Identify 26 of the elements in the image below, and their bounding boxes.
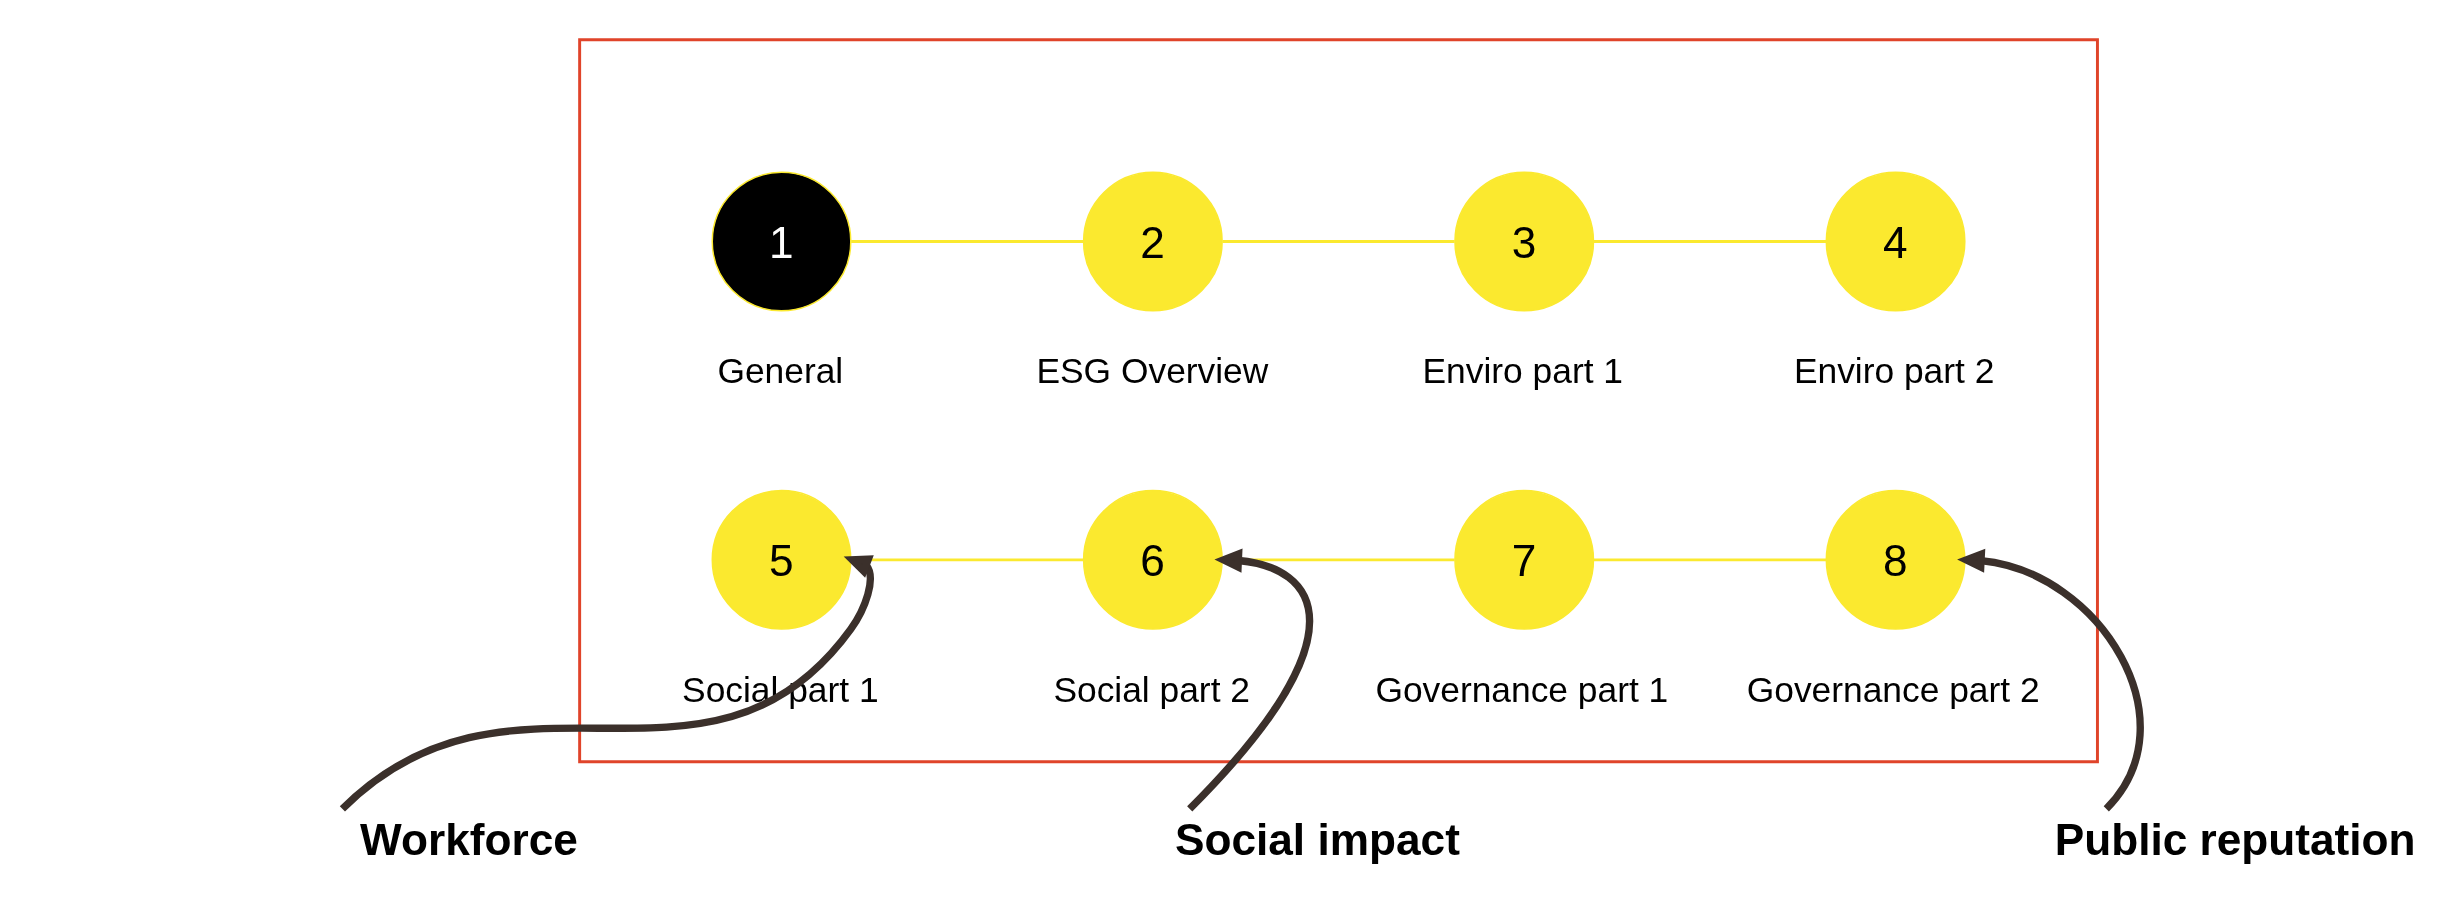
node-circle: 7 [1454, 489, 1595, 630]
node-circle: 8 [1825, 489, 1966, 630]
node-text: Social impact [1174, 814, 1460, 864]
arrow [1187, 548, 1314, 811]
node-circle: 4 [1825, 171, 1966, 312]
node-label: Enviro part 1 [1422, 350, 1624, 390]
node-circle: 1 [711, 171, 852, 312]
node-circle: 5 [711, 489, 852, 630]
connector [1593, 239, 1827, 243]
node-label: ESG Overview [1036, 350, 1269, 390]
connector [1593, 557, 1827, 561]
node-label: Enviro part 2 [1793, 350, 1995, 390]
connector [851, 239, 1084, 243]
node-label: Governance part 2 [1746, 669, 2040, 709]
arrow [340, 554, 874, 812]
node-text: Workforce [360, 814, 578, 864]
node-label: Social part 2 [1053, 669, 1250, 709]
node-circle: 6 [1082, 489, 1223, 630]
cluster [578, 37, 2099, 763]
arrow [1957, 548, 2144, 811]
node-text: Public reputation [2054, 814, 2416, 864]
node-label: General [717, 350, 844, 390]
node-circle: 3 [1454, 171, 1595, 312]
node-circle: 2 [1082, 171, 1223, 312]
connector [1222, 239, 1455, 243]
node-label: Governance part 1 [1375, 669, 1669, 709]
